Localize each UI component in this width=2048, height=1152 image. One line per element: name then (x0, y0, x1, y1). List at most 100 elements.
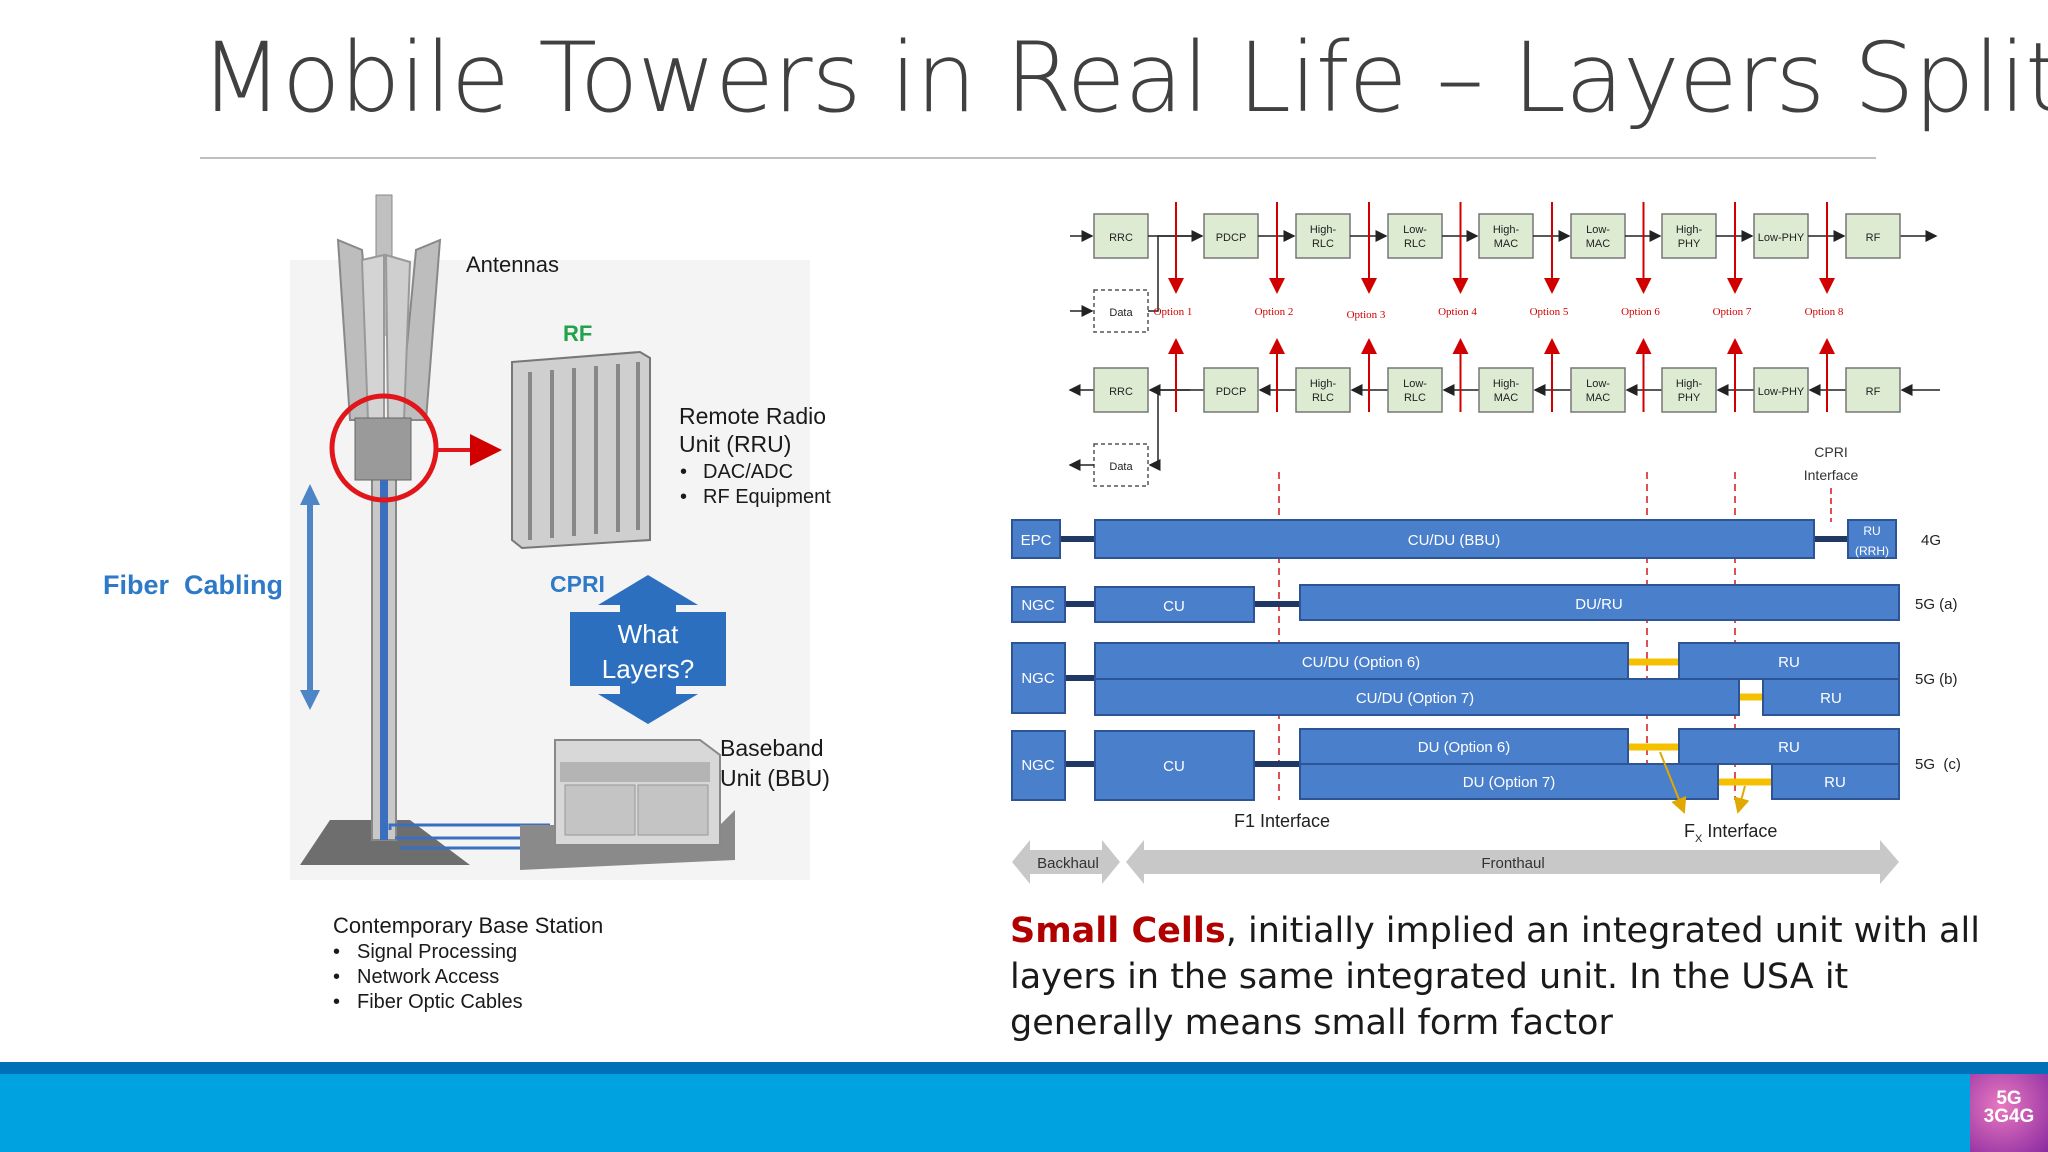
protocol-block-label: MAC (1494, 392, 1519, 404)
box-cu-du-opt7 (1094, 678, 1740, 716)
split-option-label: Option 4 (1438, 306, 1477, 318)
caption-highlight: Small Cells (1010, 911, 1226, 951)
label-rru-line2: Unit (RRU) (679, 431, 791, 457)
protocol-block (1753, 213, 1809, 259)
text-ngc-c: NGC (1021, 757, 1055, 774)
protocol-block (1845, 213, 1901, 259)
backhaul-arrow (1012, 840, 1120, 884)
deployment-diagram (1011, 472, 1900, 884)
label-f1-interface: F1 Interface (1234, 811, 1330, 831)
row-label-5g-c: 5G (c) (1915, 756, 1961, 773)
protocol-block-label: RRC (1109, 386, 1133, 398)
text-du-opt6: DU (Option 6) (1418, 739, 1511, 756)
label-rru-line1: Remote Radio (679, 403, 826, 429)
protocol-block-label: High- (1493, 378, 1520, 390)
protocol-block (1570, 213, 1626, 259)
split-options-diagram: RRC PDCP High- RLC Low- RLC High- MAC Low- MAC Hig… (1068, 202, 1940, 487)
data-block-label: Data (1109, 461, 1133, 473)
protocol-block-label: MAC (1586, 392, 1611, 404)
text-cu-du-bbu: CU/DU (BBU) (1408, 532, 1501, 549)
text-ru-b2: RU (1820, 690, 1842, 707)
label-fx-interface: FX Interface (1684, 821, 1777, 845)
rru-bullet-1: DAC/ADC (703, 461, 793, 483)
protocol-block-label: RF (1866, 232, 1881, 244)
text-cu-du-opt7: CU/DU (Option 7) (1356, 690, 1474, 707)
protocol-block-label: PHY (1678, 392, 1701, 404)
label-backhaul: Backhaul (1037, 855, 1099, 872)
box-cu-du-opt6 (1094, 642, 1629, 680)
box-cu-a (1094, 586, 1255, 623)
what-layers-line2: Layers? (602, 654, 695, 684)
protocol-block (1753, 367, 1809, 413)
protocol-block-label: RLC (1312, 392, 1334, 404)
protocol-block (1203, 213, 1259, 259)
protocol-block-label: MAC (1494, 238, 1519, 250)
protocol-block-label: Low-PHY (1758, 386, 1805, 398)
box-ngc-c (1011, 730, 1066, 801)
protocol-block-label: RF (1866, 386, 1881, 398)
box-du-opt7 (1299, 763, 1719, 800)
box-ru-rrh (1847, 519, 1897, 559)
text-du-ru-a: DU/RU (1575, 596, 1623, 613)
box-epc (1011, 519, 1061, 559)
protocol-block-label: RLC (1312, 238, 1334, 250)
split-option-label: Option 3 (1347, 309, 1386, 321)
protocol-block (1093, 213, 1149, 259)
text-ru-b1: RU (1778, 654, 1800, 671)
protocol-block-label: RLC (1404, 238, 1426, 250)
box-ru-c1 (1678, 728, 1900, 765)
slide-diagram: Antennas RF Remote Radio Unit (RRU) • DA… (103, 194, 1961, 1013)
protocol-block-label: Low- (1403, 378, 1427, 390)
station-bullet-mark: • (333, 991, 340, 1013)
split-option-label: Option 2 (1255, 306, 1294, 318)
protocol-block-label: PDCP (1216, 386, 1247, 398)
cpri-interface-label: Interface (1804, 467, 1859, 483)
station-bullet-mark: • (333, 941, 340, 963)
text-cu-a: CU (1163, 598, 1185, 615)
text-ru-rrh-2: (RRH) (1855, 544, 1889, 558)
split-option-label: Option 6 (1621, 306, 1660, 318)
station-bullet-mark: • (333, 966, 340, 988)
label-bbu-line2: Unit (BBU) (720, 765, 830, 791)
protocol-block (1570, 367, 1626, 413)
protocol-block-label: Low- (1403, 224, 1427, 236)
protocol-block (1845, 367, 1901, 413)
protocol-block-label: High- (1493, 224, 1520, 236)
split-option-label: Option 8 (1805, 306, 1844, 318)
split-option-label: Option 7 (1713, 306, 1752, 318)
rru-unit (511, 350, 651, 550)
footer-stripe (0, 1062, 2048, 1074)
protocol-block (1295, 213, 1351, 259)
protocol-block-label: High- (1676, 224, 1703, 236)
protocol-block-label: Low-PHY (1758, 232, 1805, 244)
bbu-cabinet (520, 739, 735, 870)
protocol-block (1478, 367, 1534, 413)
box-ru-b2 (1762, 678, 1900, 716)
protocol-block (1387, 367, 1443, 413)
small-cells-caption: Small Cells, initially implied an integr… (1010, 908, 2010, 1046)
tower-illustration (290, 194, 810, 880)
label-antennas: Antennas (466, 252, 559, 277)
text-ru-c1: RU (1778, 739, 1800, 756)
title-divider (200, 157, 1876, 159)
split-option-label: Option 5 (1530, 306, 1569, 318)
what-layers-arrow (570, 575, 726, 724)
rru-bullet-mark: • (680, 461, 687, 483)
text-epc: EPC (1021, 532, 1052, 549)
rru-bullet-2: RF Equipment (703, 486, 831, 508)
row-label-5g-b: 5G (b) (1915, 671, 1958, 688)
protocol-block (1387, 213, 1443, 259)
station-bullet-1: Signal Processing (357, 941, 517, 963)
protocol-block-label: High- (1310, 224, 1337, 236)
data-block-label: Data (1109, 307, 1133, 319)
caption-text: , initially implied an integrated unit w… (1010, 911, 1980, 1043)
text-ru-c2: RU (1824, 774, 1846, 791)
box-ngc-b (1011, 642, 1066, 714)
box-ru-c2 (1771, 763, 1900, 800)
protocol-block (1295, 367, 1351, 413)
label-fiber-cabling: Fiber Cabling (103, 570, 283, 600)
logo-line1: 5G (1996, 1088, 2022, 1109)
box-ru-b1 (1678, 642, 1900, 680)
protocol-block (1478, 213, 1534, 259)
